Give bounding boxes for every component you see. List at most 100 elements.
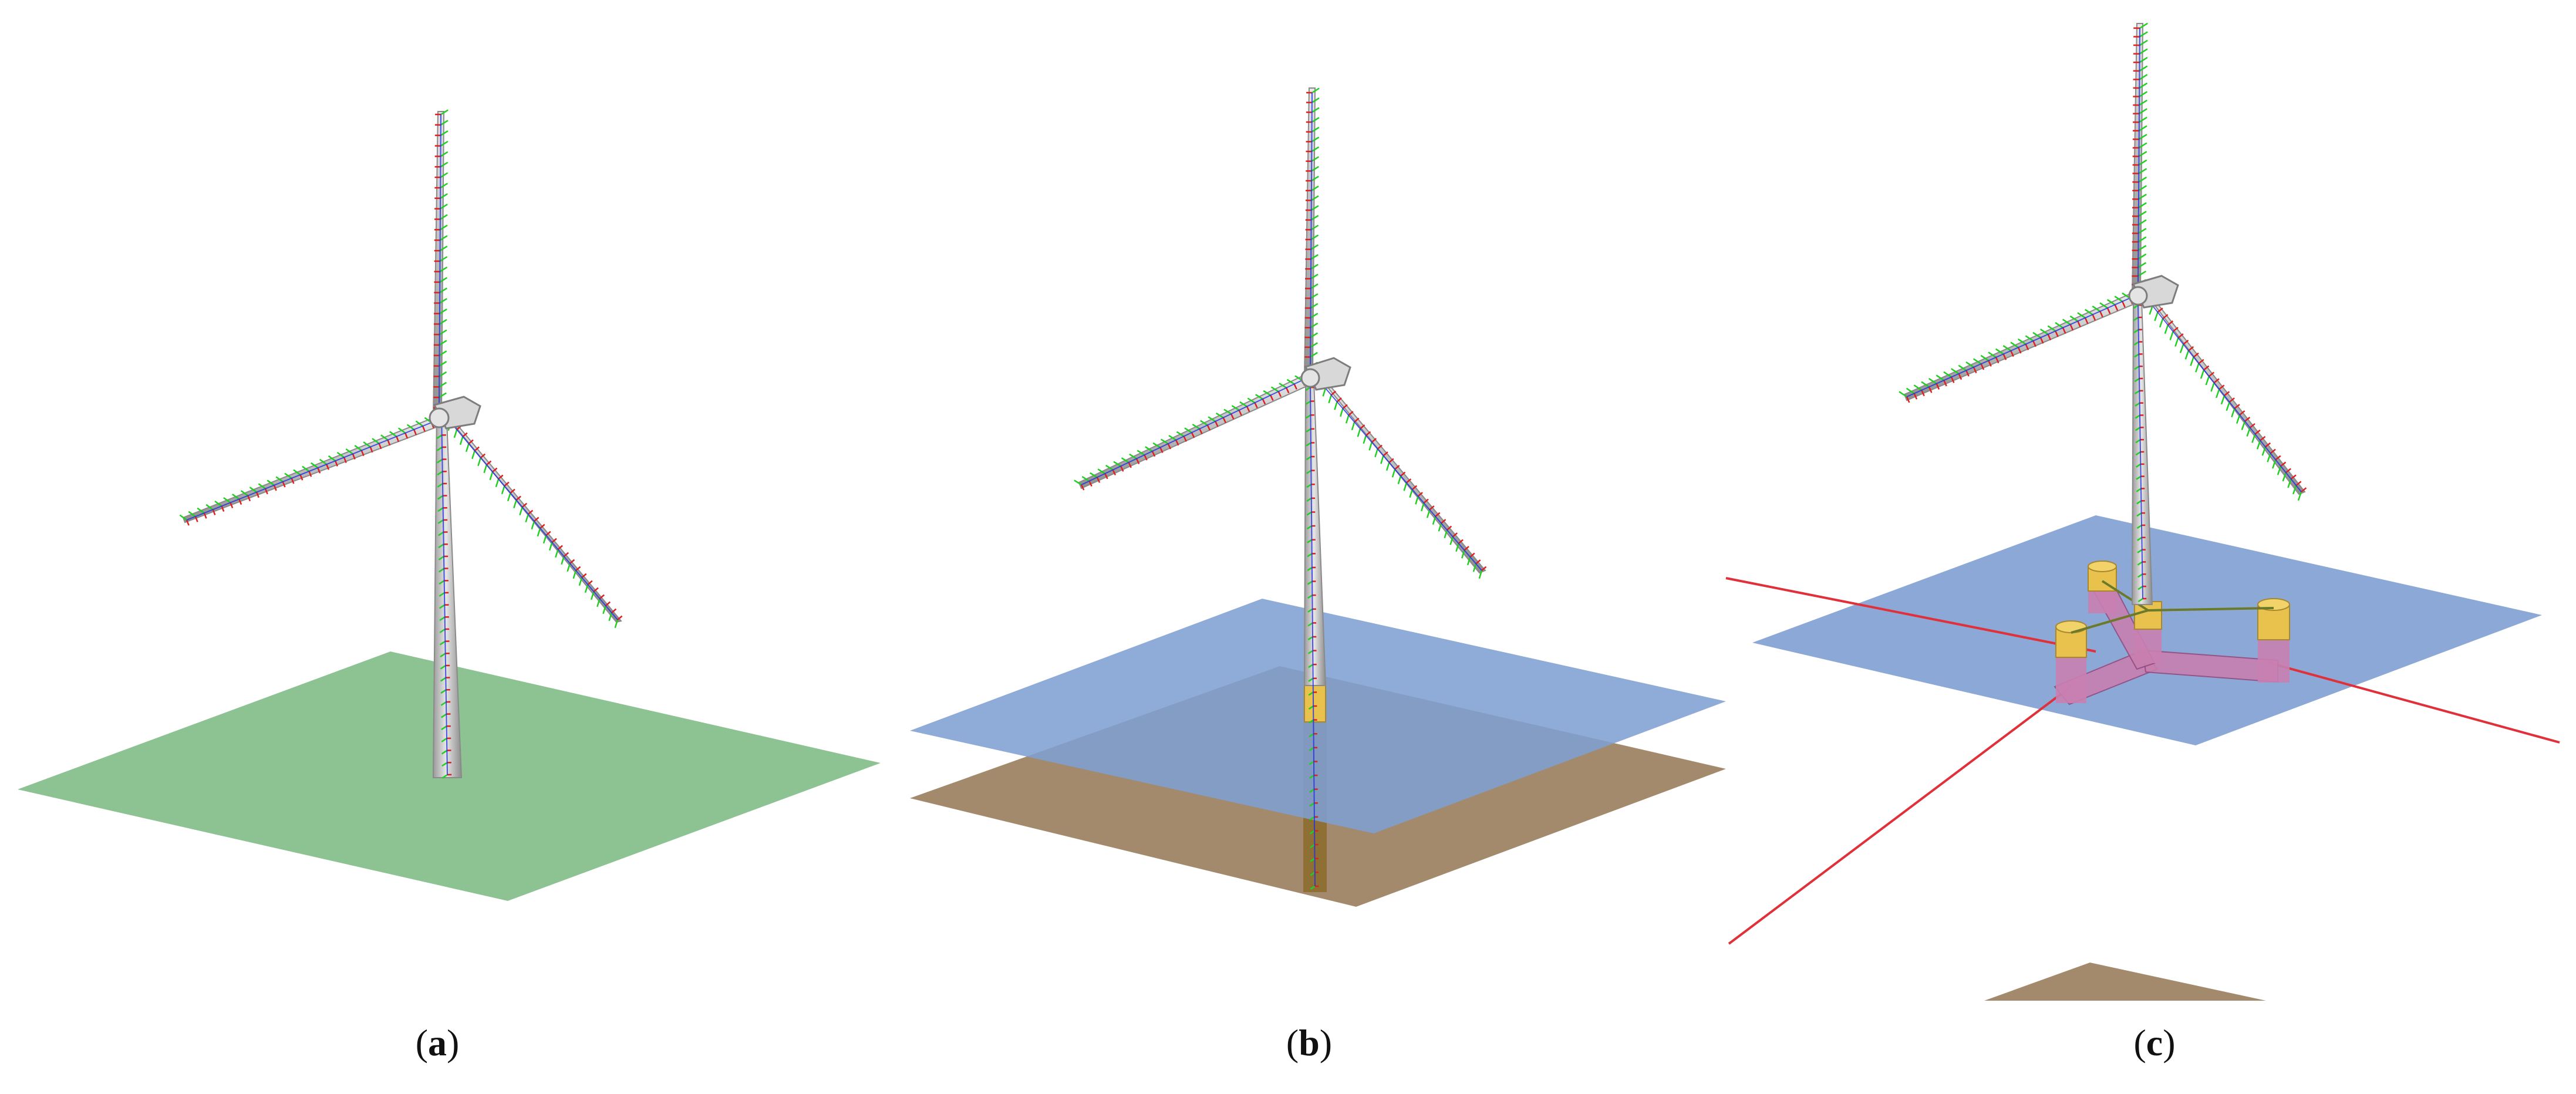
- frame-tick-y: [231, 494, 240, 500]
- frame-tick-y: [2251, 434, 2256, 443]
- panel-b-monopile: [910, 87, 1726, 907]
- frame-tick-y: [453, 429, 458, 438]
- frame-tick-y: [2137, 228, 2147, 234]
- frame-tick-x: [1206, 424, 1211, 431]
- frame-tick-x: [1144, 454, 1148, 461]
- frame-tick-y: [1310, 293, 1319, 299]
- frame-tick-y: [1311, 175, 1319, 182]
- frame-tick-x: [1080, 484, 1085, 491]
- frame-tick-y: [1263, 390, 1271, 396]
- blade-right-frames: [2143, 295, 2307, 501]
- frame-tick-y: [1307, 553, 1313, 558]
- frame-tick-y: [439, 350, 447, 356]
- blade-up-frames: [2132, 22, 2148, 286]
- frame-tick-x: [587, 580, 593, 585]
- frame-tick-y: [1306, 414, 1311, 419]
- frame-tick-y: [1397, 475, 1402, 485]
- frame-tick-y: [1311, 166, 1319, 172]
- frame-tick-y: [561, 556, 565, 565]
- frame-tick-y: [2010, 342, 2019, 349]
- frame-tick-x: [2010, 350, 2014, 357]
- frame-tick-y: [1340, 408, 1344, 417]
- frame-tick-y: [1380, 455, 1384, 464]
- frame-tick-y: [1309, 844, 1316, 849]
- frame-tick-y: [2039, 328, 2049, 335]
- frame-tick-y: [1307, 622, 1313, 627]
- frame-tick-y: [439, 360, 447, 367]
- frame-tick-y: [1385, 462, 1390, 471]
- frame-tick-y: [2179, 344, 2184, 353]
- frame-tick-y: [2137, 586, 2143, 590]
- frame-tick-y: [2200, 369, 2205, 379]
- frame-tick-x: [387, 440, 391, 446]
- frame-tick-y: [614, 619, 619, 629]
- frame-tick-y: [2092, 305, 2101, 312]
- frame-tick-x: [2106, 308, 2111, 315]
- frame-tick-y: [2136, 463, 2142, 468]
- frame-tick-y: [440, 130, 449, 136]
- frame-tick-y: [1306, 442, 1311, 447]
- frame-tick-y: [2287, 478, 2292, 488]
- frame-tick-y: [249, 487, 257, 493]
- frame-tick-y: [471, 450, 476, 460]
- frame-tick-x: [1406, 478, 1412, 484]
- frame-tick-x: [2122, 301, 2126, 308]
- frame-tick-y: [2002, 345, 2012, 352]
- frame-tick-y: [1310, 283, 1319, 289]
- frame-tick-y: [389, 431, 397, 437]
- frame-tick-y: [2261, 447, 2267, 456]
- frame-tick-y: [2205, 376, 2210, 386]
- frame-tick-x: [2265, 442, 2271, 448]
- frame-tick-y: [1455, 543, 1459, 552]
- frame-tick-y: [590, 591, 595, 600]
- frame-tick-x: [1995, 357, 2000, 364]
- frame-tick-y: [2282, 472, 2287, 482]
- frame-tick-y: [1308, 664, 1314, 668]
- frame-tick-y: [1943, 371, 1952, 378]
- frame-tick-x: [230, 502, 234, 509]
- frame-tick-y: [1478, 570, 1483, 579]
- frame-tick-x: [264, 488, 268, 495]
- frame-tick-y: [2190, 356, 2194, 366]
- frame-tick-x: [2203, 365, 2210, 371]
- frame-tick-x: [1135, 458, 1140, 464]
- frame-tick-x: [515, 495, 521, 501]
- frame-tick-y: [1311, 97, 1320, 103]
- frame-tick-x: [1464, 546, 1469, 551]
- frame-tick-y: [1374, 448, 1378, 458]
- frame-tick-y: [441, 737, 447, 742]
- frame-tick-y: [1310, 224, 1319, 231]
- frame-tick-y: [2138, 142, 2147, 148]
- frame-tick-x: [1481, 566, 1487, 571]
- frame-tick-y: [1310, 215, 1319, 221]
- column-left-lower: [2056, 656, 2086, 703]
- frame-tick-x: [1943, 380, 1947, 387]
- frame-tick-y: [2138, 193, 2147, 200]
- frame-tick-y: [188, 511, 196, 518]
- frame-tick-y: [1286, 379, 1295, 385]
- frame-tick-y: [602, 605, 606, 614]
- frame-tick-y: [1306, 497, 1312, 502]
- frame-tick-x: [462, 432, 468, 437]
- frame-tick-y: [1928, 377, 1937, 384]
- frame-tick-y: [439, 329, 447, 336]
- frame-tick-y: [1305, 386, 1311, 391]
- frame-tick-y: [537, 528, 541, 537]
- frame-tick-y: [2139, 56, 2148, 63]
- blade-right-frames: [447, 418, 623, 629]
- frame-tick-y: [1309, 775, 1314, 779]
- frame-tick-y: [1306, 428, 1311, 433]
- frame-tick-y: [2055, 322, 2064, 329]
- frame-tick-y: [1192, 423, 1201, 430]
- frame-tick-y: [2139, 133, 2147, 140]
- frame-tick-x: [291, 478, 295, 484]
- frame-tick-y: [440, 224, 448, 231]
- caption-c: (c): [2133, 1022, 2176, 1063]
- frame-tick-y: [2139, 22, 2148, 29]
- frame-tick-x: [326, 464, 330, 470]
- frame-tick-y: [1309, 761, 1314, 765]
- frame-tick-y: [1307, 580, 1313, 585]
- frame-tick-y: [1444, 529, 1448, 539]
- mooring-lines: [1725, 577, 2560, 945]
- frame-tick-y: [1121, 457, 1129, 463]
